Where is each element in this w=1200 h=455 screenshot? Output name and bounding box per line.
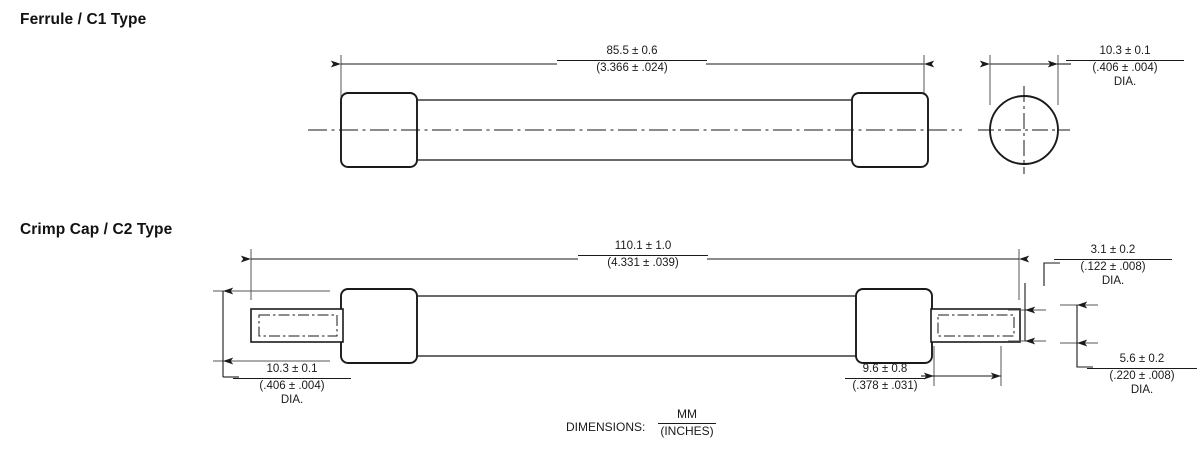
units-legend-fraction: MM (INCHES) [658,407,716,440]
c2-lead-length-extension-lines [933,346,1002,386]
c2-crimp-diameter-dimension-line [1076,301,1093,368]
dimension-value-mm: 9.6 ± 0.8 [845,362,925,379]
dimension-value-mm: 10.3 ± 0.1 [233,362,351,379]
dimension-value-inch: (3.366 ± .024) [596,61,668,74]
units-legend-secondary: (INCHES) [660,424,714,439]
dimension-value-mm: 85.5 ± 0.6 [557,44,707,61]
section-title-ferrule-c1: Ferrule / C1 Type [20,11,147,28]
dimension-value-mm: 10.3 ± 0.1 [1066,44,1184,61]
dimension-value-inch: (.378 ± .031) [852,379,918,392]
dimension-label-c2-crimp-diameter: 5.6 ± 0.2 (.220 ± .008) DIA. [1087,352,1197,398]
dimension-value-mm: 110.1 ± 1.0 [578,239,708,256]
dimension-value-inch: (4.331 ± .039) [607,256,679,269]
units-legend-primary: MM [658,407,716,425]
dimension-label-c2-body-diameter: 10.3 ± 0.1 (.406 ± .004) DIA. [233,362,351,408]
c2-left-lead-sleeve [250,308,344,343]
units-legend-label: DIMENSIONS: [566,419,646,434]
c2-left-end-cap [340,288,418,364]
c2-fuse-body-tube [340,295,931,357]
dimension-note-dia: DIA. [1101,275,1125,288]
c1-end-view-centerlines [978,86,1070,174]
dimension-value-inch: (.406 ± .004) [1092,61,1158,74]
dimension-value-inch: (.406 ± .004) [259,379,325,392]
dimension-label-c2-wire-diameter: 3.1 ± 0.2 (.122 ± .008) DIA. [1054,243,1172,289]
dimension-label-c1-diameter: 10.3 ± 0.1 (.406 ± .004) DIA. [1066,44,1184,90]
c2-crimp-diameter-extension-lines [1060,304,1098,344]
dimension-note-dia: DIA. [1130,384,1154,397]
dimension-note-dia: DIA. [1113,76,1137,89]
dimension-value-inch: (.220 ± .008) [1109,369,1175,382]
c2-body-diameter-dimension-line [222,287,239,378]
c2-right-lead-sleeve [930,308,1021,343]
dimension-value-mm: 5.6 ± 0.2 [1087,352,1197,369]
dimension-label-c1-length: 85.5 ± 0.6 (3.366 ± .024) [557,44,707,75]
units-legend: DIMENSIONS: MM (INCHES) [566,407,716,440]
dimension-value-inch: (.122 ± .008) [1080,260,1146,273]
c2-wire-diameter-leader [1043,262,1060,286]
dimension-note-dia: DIA. [280,394,304,407]
dimension-value-mm: 3.1 ± 0.2 [1054,243,1172,260]
dimension-label-c2-length: 110.1 ± 1.0 (4.331 ± .039) [578,239,708,270]
c2-right-end-cap [855,288,933,364]
section-title-crimp-cap-c2: Crimp Cap / C2 Type [20,221,173,238]
dimension-label-c2-lead-length: 9.6 ± 0.8 (.378 ± .031) [845,362,925,393]
